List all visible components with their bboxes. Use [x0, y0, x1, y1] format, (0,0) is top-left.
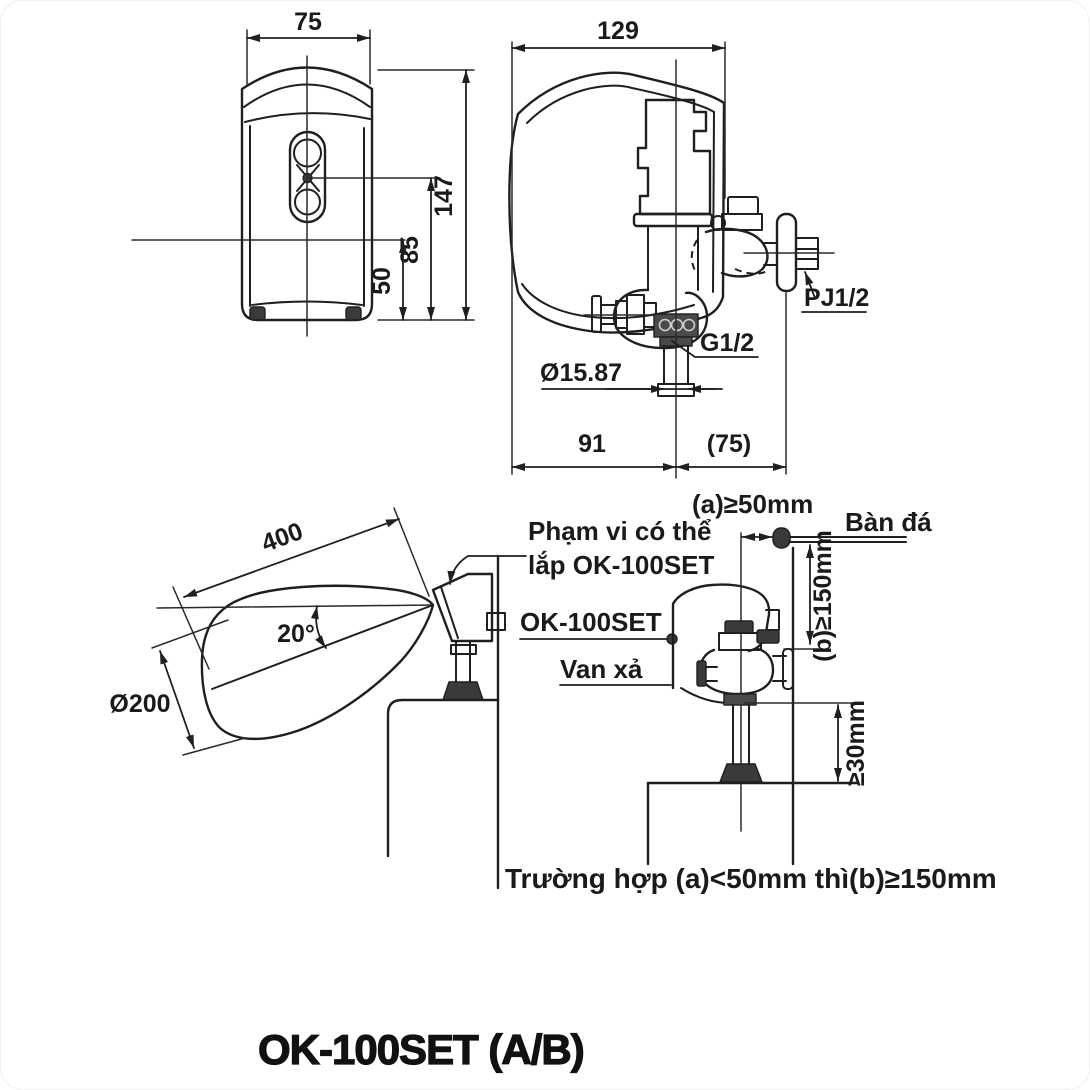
ext-lines-height [377, 69, 475, 321]
install-valve-body [698, 647, 775, 696]
pj12-leader [804, 271, 816, 299]
valve-inlet-stepped-body [636, 98, 712, 216]
outlet-pipe [763, 242, 778, 266]
range-angle-dim: 20° [277, 620, 315, 648]
front-height-dim: 147 [430, 175, 458, 217]
install-range-label-line2: lắp OK-100SET [528, 550, 715, 580]
ext-200-top [151, 619, 229, 649]
dim-line-400 [183, 518, 400, 598]
outlet-packing-nut [710, 215, 726, 231]
cover-inner-seam [521, 84, 715, 320]
wall-thread-label: PJ1/2 [804, 284, 869, 312]
ext-400-right [393, 507, 430, 597]
front-view: 75 147 85 50 [131, 8, 475, 337]
range-sensor-face-line [440, 586, 459, 639]
stop-valve-stem [600, 304, 617, 325]
valve-hidden-edges [690, 239, 770, 275]
outlet-bonnet-cap [727, 196, 759, 215]
knurl-detail-3 [682, 318, 696, 332]
page-title: OK-100SET (A/B) [258, 1026, 584, 1073]
range-pipe-nut [450, 644, 477, 655]
dim-pipe-label: ≥30mm [842, 700, 870, 786]
ext-200-bottom [182, 737, 246, 756]
valve-cylinder [647, 225, 699, 291]
angle-arc [310, 605, 327, 649]
side-width-dim: 129 [597, 17, 639, 45]
range-view: 20° 400 Ø200 [109, 507, 506, 890]
install-down-pipe [732, 704, 750, 765]
ext-400-left [172, 586, 210, 670]
counter-surface-lines [787, 536, 907, 543]
install-sensor-label: OK-100SET [520, 607, 662, 637]
install-view: Phạm vi có thể lắp OK-100SET OK-100SET V… [447, 489, 997, 894]
range-flush-pipe [455, 640, 471, 683]
range-sensor-outline [431, 572, 494, 643]
dim-b-label: (b)≥150mm [809, 530, 837, 662]
range-length-dim: 400 [258, 517, 307, 558]
cone-axis-line [156, 604, 434, 609]
install-pipe-spud [718, 763, 764, 783]
pipe-diameter-dim: Ø15.87 [540, 359, 622, 387]
range-sensor-bracket [486, 612, 506, 631]
install-valve-right-nut [756, 629, 780, 644]
valve-flange [632, 212, 714, 228]
outlet-thread-label: G1/2 [700, 329, 754, 357]
install-range-leader [447, 555, 527, 585]
front-center-dim: 85 [396, 236, 424, 264]
install-valve-top-nut [724, 620, 754, 634]
front-width-dim: 75 [294, 8, 322, 36]
install-outlet-pipe [772, 655, 787, 682]
stop-valve-handle [591, 295, 602, 333]
install-valve-label: Van xả [560, 654, 643, 684]
sensor-foot-right [345, 306, 362, 321]
dim-line-200 [159, 650, 195, 749]
side-depth-dim: 91 [578, 430, 606, 458]
install-range-label-line1: Phạm vi có thể [528, 516, 712, 546]
side-wall-offset-dim: (75) [707, 430, 751, 458]
sensor-body-outline [240, 66, 374, 322]
counter-label: Bàn đá [845, 507, 932, 537]
install-stop-valve-stem [705, 666, 718, 682]
front-lower-dim: 50 [368, 267, 396, 295]
cone-angle-line [211, 604, 434, 690]
wall-nut-facets [795, 248, 819, 260]
g12-leader [671, 340, 759, 358]
range-diameter-dim: Ø200 [109, 690, 170, 718]
install-stop-valve-handle [696, 660, 707, 687]
range-urinal-outline [386, 698, 500, 858]
install-note: Trường hợp (a)<50mm thì(b)≥150mm [505, 863, 997, 894]
knurl-detail-2 [670, 318, 684, 332]
counter-edge [772, 527, 791, 549]
dim-a-label: (a)≥50mm [692, 489, 813, 519]
knurl-detail-1 [658, 318, 672, 332]
sensor-foot-left [249, 306, 266, 321]
install-sensor-outline [671, 583, 771, 690]
side-view: 129 G1/2 Ø15.87 91 (75) PJ1/2 [508, 17, 869, 479]
range-pipe-spud [442, 681, 484, 701]
install-knurled-nut [723, 693, 757, 706]
install-valve-neck [718, 632, 762, 651]
outlet-bonnet-base [721, 213, 763, 231]
